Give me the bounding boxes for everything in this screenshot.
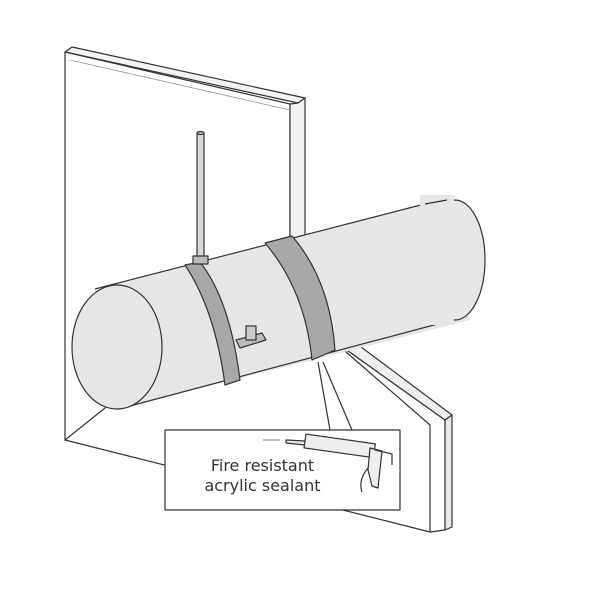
caulking-gun-icon bbox=[263, 433, 393, 493]
pipe bbox=[71, 195, 486, 410]
pipe-end bbox=[71, 284, 163, 410]
callout-line-1: Fire resistant bbox=[210, 456, 315, 475]
callout-label: Fire resistant acrylic sealant bbox=[170, 456, 355, 496]
sealant-collar bbox=[264, 235, 336, 361]
clamp-bolt bbox=[235, 325, 267, 349]
threaded-rod bbox=[192, 130, 209, 265]
clamp-band bbox=[184, 261, 241, 386]
callout-leader bbox=[317, 361, 353, 431]
callout-line-2: acrylic sealant bbox=[204, 476, 321, 495]
